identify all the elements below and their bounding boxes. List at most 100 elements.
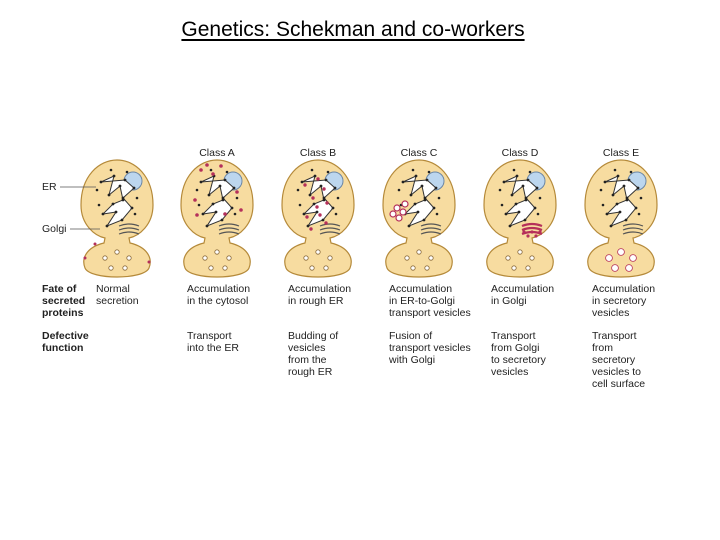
ribosome	[524, 196, 528, 200]
ribosome	[624, 218, 628, 222]
ribosome	[326, 170, 330, 174]
secretory-vesicle	[323, 265, 329, 271]
ribosome	[135, 196, 139, 200]
ribosome	[634, 206, 638, 210]
ribosome	[233, 212, 237, 216]
defect-text: secretory	[592, 354, 636, 366]
ribosome	[105, 224, 109, 228]
cargo	[534, 234, 538, 238]
cargo	[324, 221, 328, 225]
secretory-vesicle	[629, 254, 637, 262]
cargo	[522, 230, 526, 234]
golgi-cisterna	[118, 223, 140, 227]
secretory-vesicle	[505, 255, 511, 261]
ribosome	[107, 193, 111, 197]
defect-text: Fusion of	[389, 330, 432, 342]
transport-vesicle	[401, 200, 409, 208]
fate-text: secretion	[96, 295, 139, 307]
ribosome	[111, 202, 115, 206]
ribosome	[209, 168, 213, 172]
cargo	[205, 163, 209, 167]
ribosome	[321, 218, 325, 222]
golgi-label: Golgi	[42, 223, 67, 235]
cargo	[530, 230, 534, 234]
ribosome	[599, 188, 603, 192]
ribosome	[500, 203, 504, 207]
class-header: Class B	[300, 147, 336, 159]
golgi-cisterna	[218, 223, 240, 227]
ribosome	[235, 196, 239, 200]
golgi-cisterna	[622, 227, 644, 231]
class-header: Class D	[502, 147, 539, 159]
ribosome	[414, 174, 418, 178]
defect-text: from	[592, 342, 613, 354]
ribosome	[625, 196, 629, 200]
golgi-cisterna	[521, 222, 543, 228]
ribosome	[211, 202, 215, 206]
ribosome	[334, 212, 338, 216]
cargo	[309, 227, 313, 231]
ribosome	[618, 210, 622, 214]
cargo	[318, 213, 322, 217]
ribosome	[97, 203, 101, 207]
secretory-vesicle	[625, 264, 633, 272]
defect-text: from Golgi	[491, 342, 539, 354]
ribosome	[132, 186, 136, 190]
ribosome	[523, 218, 527, 222]
cargo	[305, 215, 309, 219]
ribosome	[423, 196, 427, 200]
ribosome	[605, 212, 609, 216]
ribosome	[512, 168, 516, 172]
ribosome	[613, 168, 617, 172]
ribosome	[627, 178, 631, 182]
secretory-vesicle	[529, 255, 535, 261]
secretory-vesicle	[222, 265, 228, 271]
transport-vesicle	[395, 214, 403, 222]
ribosome	[407, 224, 411, 228]
ribosome	[130, 206, 134, 210]
cargo	[239, 208, 243, 212]
ribosome	[336, 196, 340, 200]
ribosome	[425, 178, 429, 182]
ribosome	[514, 202, 518, 206]
ribosome	[300, 180, 304, 184]
defect-text: Transport	[491, 330, 536, 342]
ribosome	[218, 184, 222, 188]
ribosome	[123, 178, 127, 182]
transport-vesicle	[389, 210, 397, 218]
ribosome	[622, 184, 626, 188]
golgi-cisterna	[319, 227, 341, 231]
fate-text: Normal	[96, 283, 130, 295]
defective-row-label: function	[42, 342, 83, 354]
ribosome	[515, 174, 519, 178]
secretory-vesicle	[517, 249, 523, 255]
ribosome	[401, 180, 405, 184]
ribosome	[432, 206, 436, 210]
ribosome	[411, 168, 415, 172]
ribosome	[498, 188, 502, 192]
ribosome	[322, 198, 326, 202]
ribosome	[508, 224, 512, 228]
ribosome	[121, 198, 125, 202]
defect-text: vesicles	[288, 342, 325, 354]
ribosome	[526, 178, 530, 182]
cargo	[315, 205, 319, 209]
secretory-vesicle	[202, 255, 208, 261]
secretory-vesicle	[424, 265, 430, 271]
fate-text: transport vesicles	[389, 307, 471, 319]
ribosome	[502, 180, 506, 184]
secretory-vesicle	[428, 255, 434, 261]
ribosome	[517, 210, 521, 214]
ribosome	[609, 224, 613, 228]
golgi-cisterna	[521, 226, 543, 232]
fate-text: vesicles	[592, 307, 629, 319]
ribosome	[611, 193, 615, 197]
golgi-cisterna	[118, 227, 140, 231]
ribosome	[232, 186, 236, 190]
secretory-vesicle	[108, 265, 114, 271]
golgi-cisterna	[420, 227, 442, 231]
ribosome	[538, 196, 542, 200]
ribosome	[435, 212, 439, 216]
ribosome	[409, 193, 413, 197]
